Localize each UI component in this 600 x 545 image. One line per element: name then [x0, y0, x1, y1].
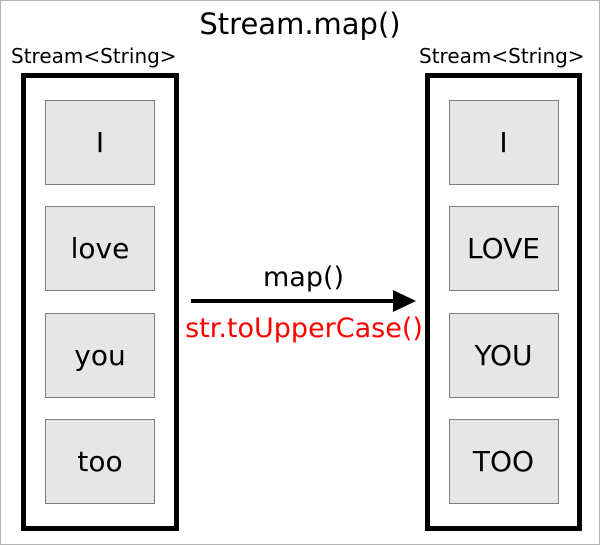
left-stream-type-label: Stream<String>	[11, 44, 177, 68]
map-arrow-head-icon	[393, 290, 416, 312]
diagram-title: Stream.map()	[199, 7, 401, 41]
right-stream-element-2: LOVE	[448, 206, 559, 292]
left-stream-container: I love you too	[21, 73, 179, 531]
lambda-expression-label: str.toUpperCase()	[185, 313, 423, 344]
left-stream-element-4: too	[45, 419, 155, 505]
right-stream-container: I LOVE YOU TOO	[425, 73, 582, 531]
right-stream-element-3: YOU	[448, 312, 559, 398]
map-arrow-line	[191, 299, 398, 303]
map-operation-label: map()	[262, 262, 345, 293]
left-stream-element-1: I	[45, 99, 155, 185]
right-stream-element-1: I	[448, 99, 559, 185]
right-stream-type-label: Stream<String>	[419, 44, 585, 68]
left-stream-element-2: love	[45, 206, 155, 292]
right-stream-element-4: TOO	[448, 419, 559, 505]
left-stream-element-3: you	[45, 312, 155, 398]
